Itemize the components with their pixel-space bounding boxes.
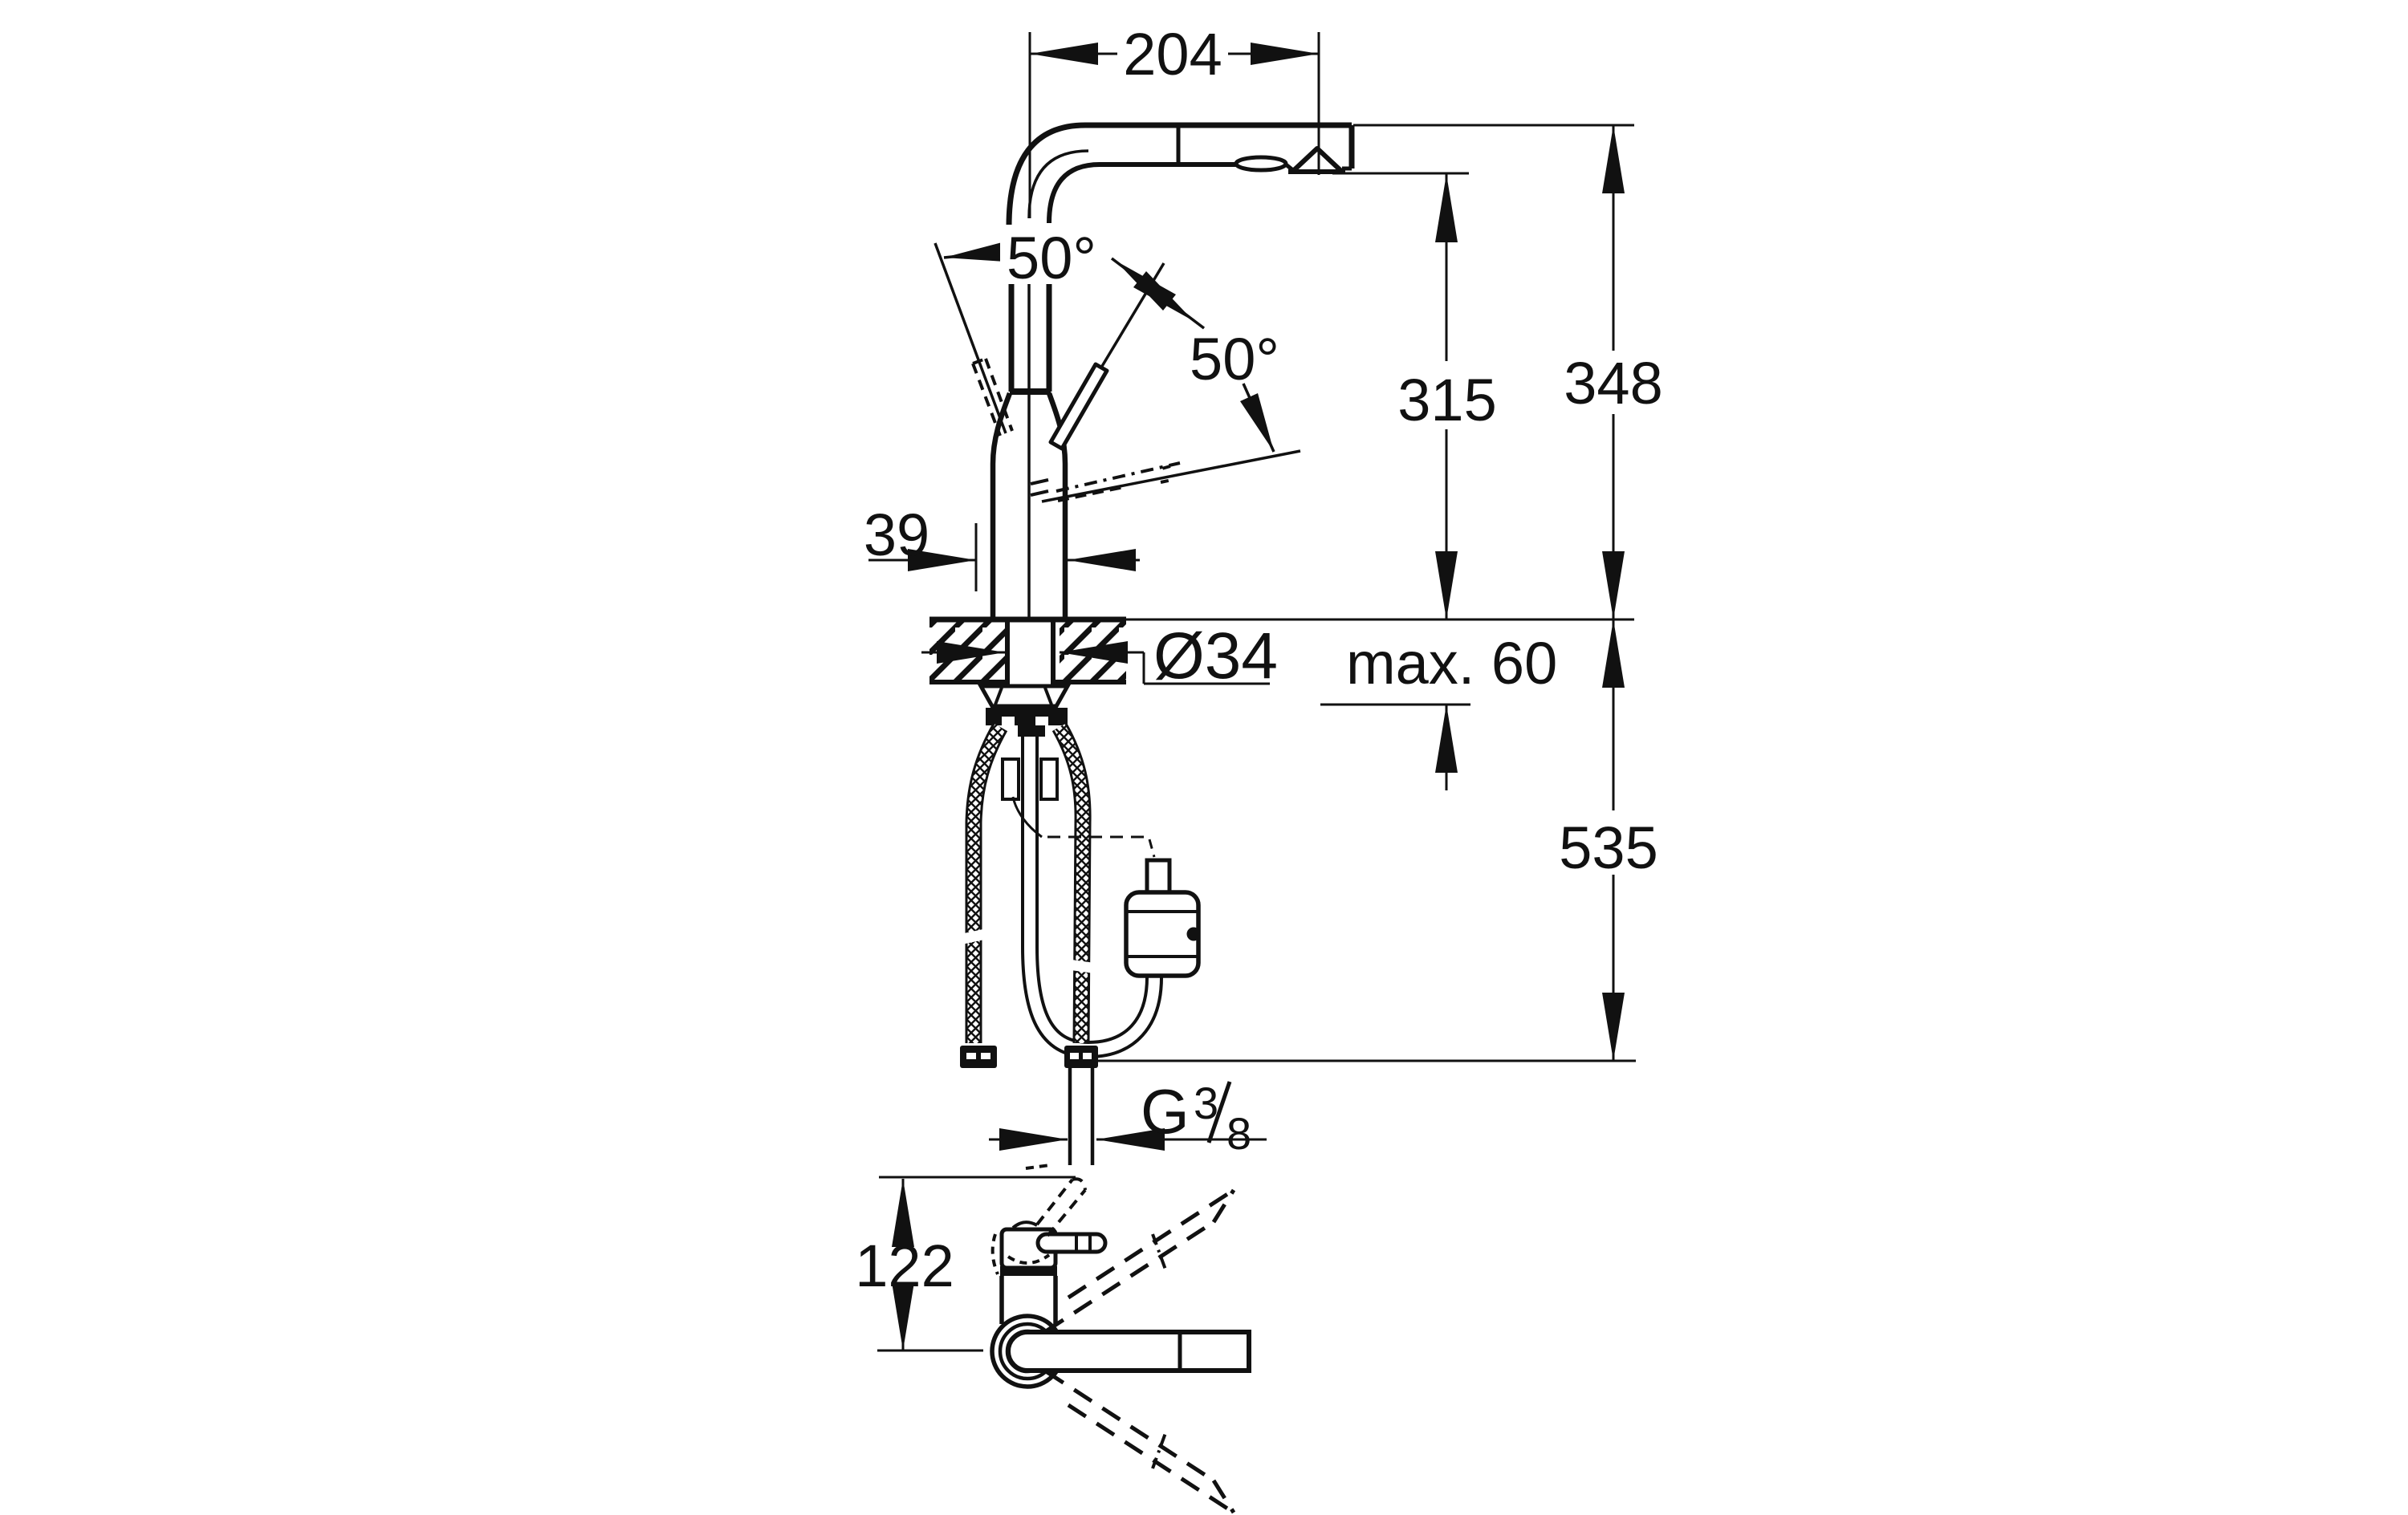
label-thread: G 3 8	[1141, 1076, 1251, 1159]
dim-39	[868, 523, 1140, 591]
dim-122	[877, 1176, 1076, 1352]
dim-348-535	[1098, 124, 1636, 1062]
pullout-wand-dashed	[1030, 449, 1301, 503]
label-base-height: 122	[855, 1233, 954, 1299]
plan-lever	[1035, 1232, 1108, 1254]
plan-swivel-range-dashed	[1044, 1188, 1236, 1515]
hose-fittings	[960, 1046, 1098, 1165]
label-bg	[1000, 225, 1106, 284]
angle-right-arrows	[1110, 257, 1275, 453]
dim-g38	[989, 1081, 1267, 1151]
plan-column	[999, 1276, 1058, 1324]
hose-weight-box	[1011, 796, 1201, 978]
dim-d34	[921, 641, 1270, 685]
labels: 204 50° 50° 315 348 39 Ø34 max. 60 535 G…	[855, 21, 1662, 1299]
label-hole-diameter: Ø34	[1153, 619, 1278, 693]
plan-spout-arm	[1006, 1330, 1251, 1373]
plan-lever-dashed	[1025, 1164, 1087, 1237]
spray-head	[1176, 125, 1355, 174]
dimensions-side	[868, 32, 1636, 1151]
label-outlet-height: 315	[1397, 367, 1496, 433]
dim-max60	[1320, 703, 1470, 790]
thread-denominator: 8	[1226, 1108, 1251, 1159]
angle-left-arrow	[943, 241, 1008, 262]
thread-letter: G	[1141, 1076, 1190, 1147]
mounting-hardware	[977, 684, 1072, 737]
label-lever-angle-right: 50°	[1190, 326, 1279, 392]
supply-hoses	[956, 722, 1102, 1044]
label-below-deck-depth: 535	[1559, 814, 1658, 881]
dim-204	[1028, 32, 1320, 218]
label-body-width: 39	[864, 502, 929, 568]
label-deck-max: max. 60	[1346, 630, 1557, 697]
label-lever-angle-left: 50°	[1007, 225, 1096, 291]
label-spout-reach: 204	[1123, 21, 1222, 87]
plan-view	[877, 1164, 1251, 1515]
dim-315	[1332, 172, 1469, 619]
lever-dashed-left	[934, 242, 1014, 437]
thread-numerator: 3	[1194, 1078, 1218, 1128]
label-total-height: 348	[1564, 350, 1662, 416]
